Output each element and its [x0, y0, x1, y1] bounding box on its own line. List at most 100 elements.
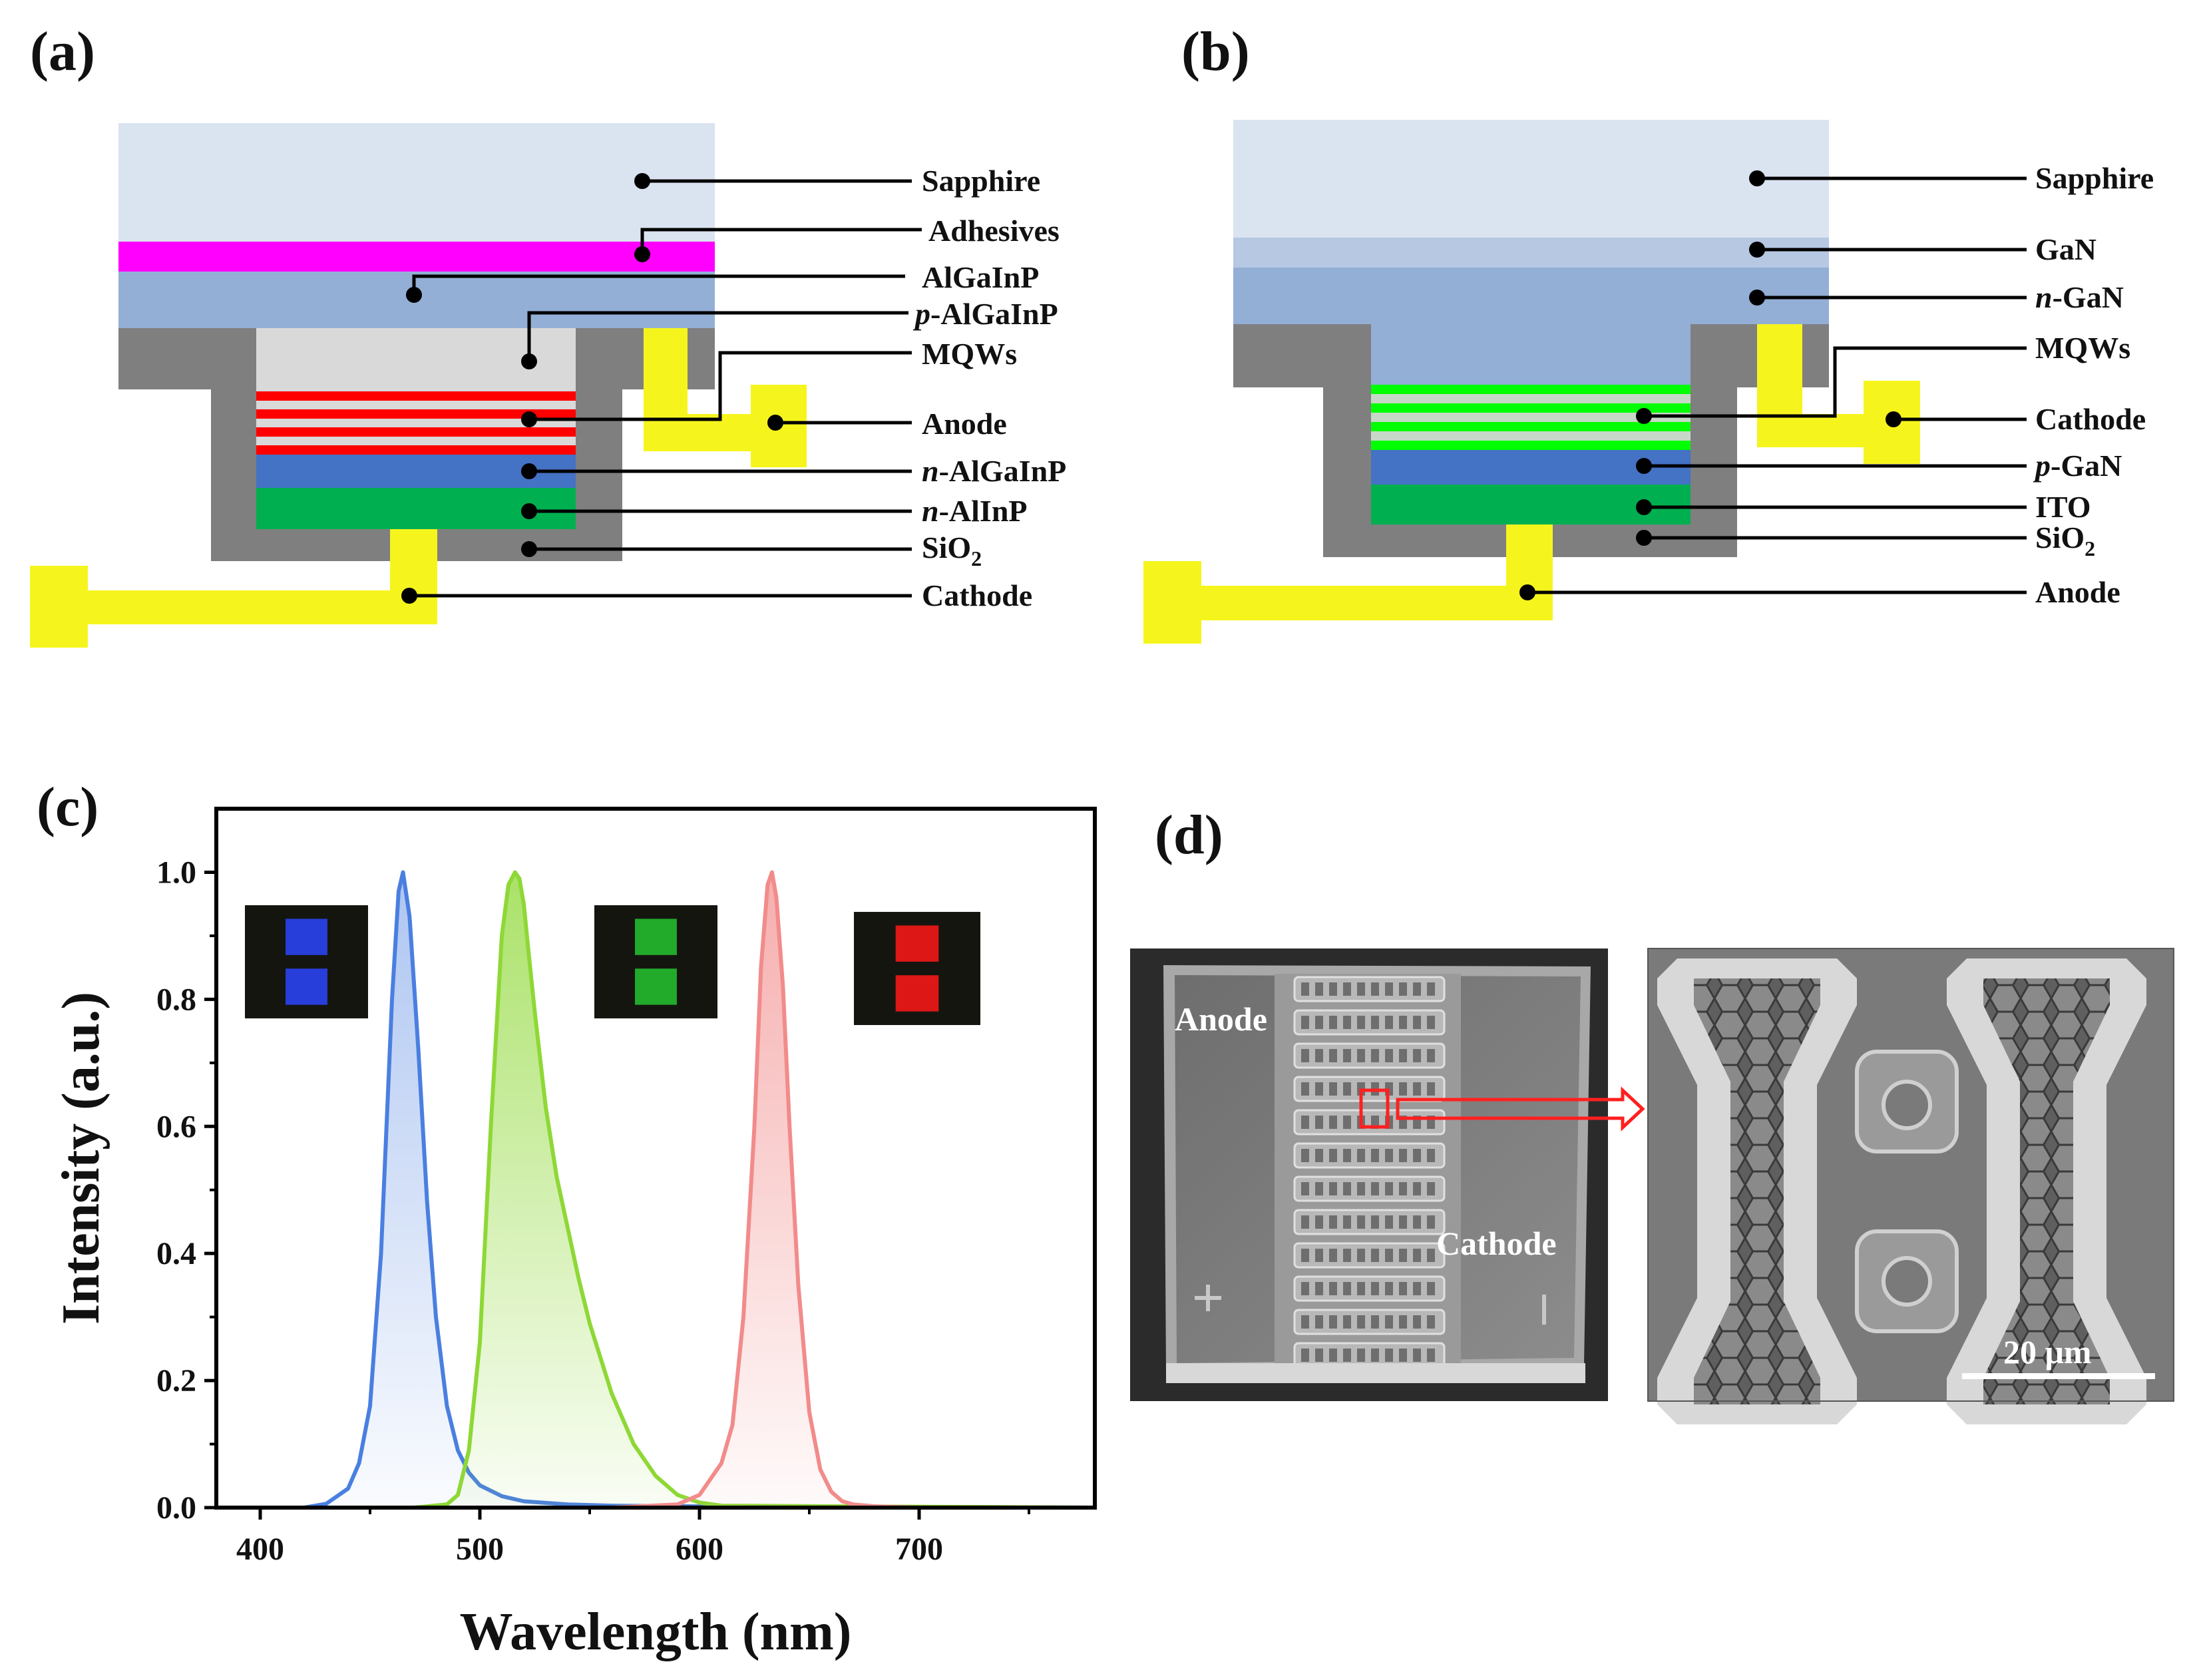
label-algainp: AlGaInP — [922, 260, 1039, 294]
sem-micro-led — [1301, 1116, 1309, 1129]
sem-micro-led — [1399, 1349, 1407, 1362]
sapphire-layer — [118, 123, 715, 242]
plot-frame — [214, 807, 1097, 1510]
sem-micro-led — [1357, 982, 1365, 996]
adhesives-layer — [118, 242, 715, 272]
panel-b-letter: (b) — [1181, 21, 1250, 83]
panel-b-labels: Sapphire GaN n-GaN MQWs Cathode p-GaN IT… — [2033, 161, 2154, 609]
sem-micro-led — [1315, 1282, 1323, 1295]
sem-micro-led — [1301, 1016, 1309, 1029]
panel-a-labels: Sapphire Adhesives AlGaInP p-AlGaInP MQW… — [912, 164, 1066, 612]
y-tick-label: 0.8 — [156, 982, 196, 1017]
sem-micro-led — [1343, 1116, 1351, 1129]
sem-micro-led — [1315, 1082, 1323, 1096]
sem-micro-led — [1385, 1016, 1393, 1029]
sem-micro-led — [1371, 1149, 1379, 1162]
sem-micro-led — [1301, 1249, 1309, 1262]
sem-micro-led — [1371, 1315, 1379, 1329]
x-tick-label: 500 — [456, 1532, 504, 1567]
panel-c-letter: (c) — [37, 776, 99, 838]
sem-micro-led — [1413, 1215, 1421, 1229]
sem-micro-led — [1329, 982, 1337, 996]
label-n-algainp: n-AlGaInP — [922, 454, 1066, 488]
label-mqws-a: MQWs — [922, 337, 1017, 371]
label-anode-a: Anode — [922, 407, 1007, 441]
sem-micro-led — [1301, 1082, 1309, 1096]
label-gan: GaN — [2035, 232, 2096, 266]
sem-micro-led — [1357, 1315, 1365, 1329]
cathode-electrode-b — [1757, 324, 1920, 464]
anode-electrode — [644, 328, 807, 467]
scale-bar — [1962, 1373, 2155, 1379]
label-sio2-a-sub: 2 — [971, 546, 982, 570]
y-tick-label: 0.6 — [156, 1109, 196, 1144]
sem-micro-led — [1301, 1049, 1309, 1062]
sem-zoom-box — [1359, 1088, 1390, 1129]
n-gan-mesa — [1371, 324, 1691, 387]
sem-micro-led — [1315, 1149, 1323, 1162]
sem-micro-led — [1343, 1149, 1351, 1162]
sem-micro-led — [1329, 1116, 1337, 1129]
label-n-gan-prefix: n — [2035, 280, 2053, 314]
anode-electrode-b — [1143, 525, 1553, 644]
sem-micro-led — [1329, 1249, 1337, 1262]
sem-micro-led — [1427, 1282, 1435, 1295]
sem-micro-led — [1371, 1215, 1379, 1229]
sem-micro-led — [1413, 1082, 1421, 1096]
sem-micro-led — [1329, 1149, 1337, 1162]
sem-micro-led — [1329, 1215, 1337, 1229]
label-p-algainp-suffix: -AlGaInP — [930, 297, 1058, 331]
sem-micro-led — [1413, 1049, 1421, 1062]
sem-image-zoom: 20 μm — [1647, 948, 2174, 1424]
label-sio2-a: SiO2 — [922, 530, 982, 570]
sem-zoom-arrow — [1396, 1086, 1645, 1132]
sem-micro-led — [1315, 1349, 1323, 1362]
sem-micro-led — [1371, 1282, 1379, 1295]
sem-micro-led — [1343, 1249, 1351, 1262]
panel-d-letter: (d) — [1155, 804, 1223, 866]
sem-image-overview: Anode Cathode — [1130, 948, 1645, 1401]
sem-micro-led — [1413, 1249, 1421, 1262]
sem-micro-led — [1301, 982, 1309, 996]
y-axis-title: Intensity (a.u.) — [52, 992, 110, 1325]
sem-micro-led — [1399, 1082, 1407, 1096]
label-p-algainp: p-AlGaInP — [912, 297, 1058, 331]
sem-micro-led — [1357, 1182, 1365, 1195]
label-anode-b: Anode — [2035, 575, 2120, 609]
sem-micro-led — [1413, 1182, 1421, 1195]
cathode-electrode — [30, 529, 437, 648]
label-p-gan-prefix: p — [2033, 449, 2051, 483]
sem-micro-led — [1427, 1315, 1435, 1329]
sem-micro-led — [1357, 1249, 1365, 1262]
sem-micro-led — [1371, 982, 1379, 996]
label-sapphire-b: Sapphire — [2035, 161, 2154, 195]
sem-micro-led — [1399, 1282, 1407, 1295]
label-sio2-b-sub: 2 — [2085, 536, 2095, 560]
x-tick-label: 400 — [236, 1532, 284, 1567]
panel-a-letter: (a) — [30, 21, 95, 83]
label-p-gan-suffix: -GaN — [2051, 449, 2122, 483]
label-p-gan: p-GaN — [2033, 449, 2122, 483]
sem-micro-led — [1357, 1349, 1365, 1362]
series-1-fill — [216, 872, 1095, 1508]
sem-micro-led — [1399, 982, 1407, 996]
mqw-stack-b — [1371, 385, 1691, 450]
sem-micro-led — [1385, 1182, 1393, 1195]
sem-micro-led — [1343, 1315, 1351, 1329]
label-cathode-b: Cathode — [2035, 402, 2146, 436]
sem-micro-led — [1315, 1249, 1323, 1262]
sem-micro-led — [1399, 1149, 1407, 1162]
sem-micro-led — [1385, 1349, 1393, 1362]
label-n-alinp: n-AlInP — [922, 494, 1028, 528]
label-ito: ITO — [2035, 490, 2091, 524]
sem-micro-led — [1385, 1049, 1393, 1062]
sem-micro-led — [1399, 1249, 1407, 1262]
series-2-fill — [414, 872, 1095, 1508]
sem-micro-led — [1343, 1016, 1351, 1029]
sem-micro-led — [1315, 1215, 1323, 1229]
sem-micro-led — [1357, 1049, 1365, 1062]
label-sapphire-a: Sapphire — [922, 164, 1040, 198]
